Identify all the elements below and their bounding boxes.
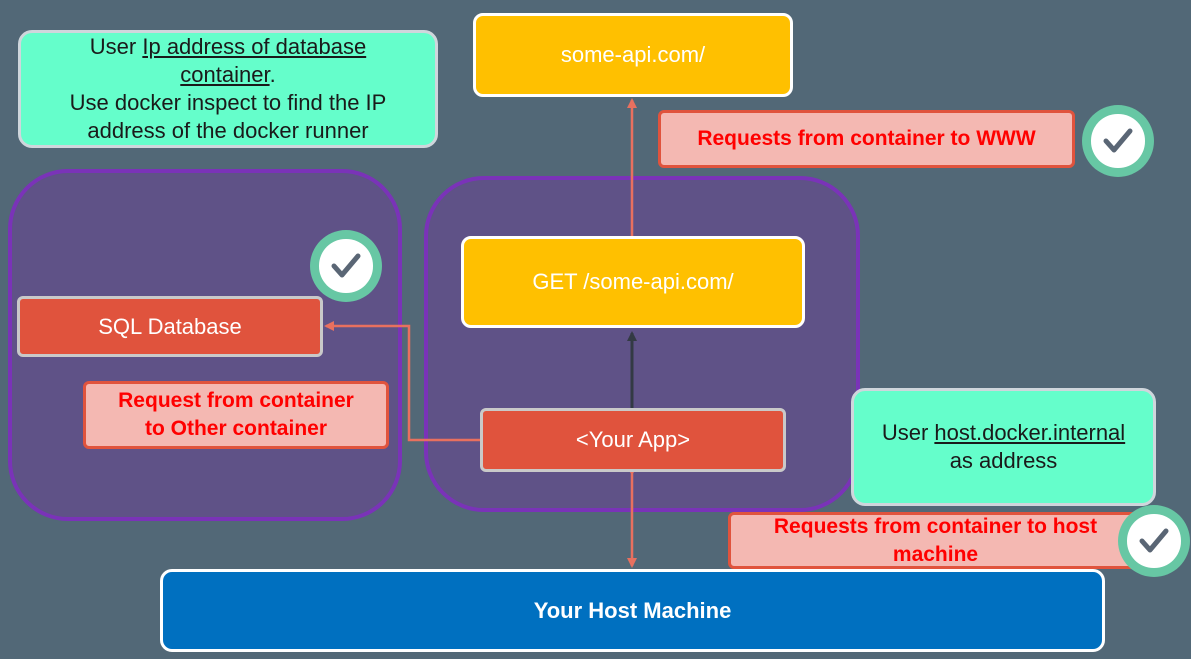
api-label: some-api.com/ — [560, 42, 706, 67]
sql-database-label: SQL Database — [98, 313, 242, 339]
label-to-host: Requests from container to host machine — [728, 512, 1143, 569]
note-db-prefix: User — [89, 34, 143, 59]
note-db-line1: User Ip address of database — [90, 33, 366, 61]
arrow-app-to-db — [324, 321, 482, 442]
label-to-other-container: Request from container to Other containe… — [83, 381, 389, 449]
label-to-www-text: Requests from container to WWW — [697, 127, 1036, 150]
note-db-line3: Use docker inspect to find the IP — [69, 90, 387, 115]
label-to-host-line2: machine — [892, 542, 979, 566]
check-icon — [1118, 505, 1190, 577]
api-box: some-api.com/ — [473, 13, 793, 97]
label-to-other-line1: Request from container — [118, 389, 354, 412]
your-app-box: <Your App> — [480, 408, 786, 472]
note-database-ip: User Ip address of database container. U… — [18, 30, 438, 148]
note-host-internal: User host.docker.internal as address — [851, 388, 1156, 506]
host-docker-internal-link: host.docker.internal — [934, 420, 1126, 445]
get-request-label: GET /some-api.com/ — [532, 269, 734, 294]
note-host-line1: User host.docker.internal — [882, 419, 1125, 447]
note-db-line4: address of the docker runner — [87, 118, 369, 143]
label-to-other-line2: to Other container — [144, 417, 328, 440]
label-to-www: Requests from container to WWW — [658, 110, 1075, 168]
note-host-prefix: User — [881, 420, 935, 445]
check-icon — [310, 230, 382, 302]
check-icon — [1082, 105, 1154, 177]
host-machine-box: Your Host Machine — [160, 569, 1105, 652]
label-to-host-line1: Requests from container to host — [773, 514, 1098, 538]
db-ip-link-part2: container — [180, 62, 270, 87]
db-ip-link-part1: Ip address of database — [142, 34, 367, 59]
note-host-line2: as address — [949, 448, 1058, 473]
note-db-line2: container. — [180, 61, 275, 89]
note-db-suffix: . — [269, 62, 276, 87]
host-machine-label: Your Host Machine — [533, 597, 732, 623]
your-app-label: <Your App> — [575, 427, 691, 452]
get-request-box: GET /some-api.com/ — [461, 236, 805, 328]
sql-database-box: SQL Database — [17, 296, 323, 357]
